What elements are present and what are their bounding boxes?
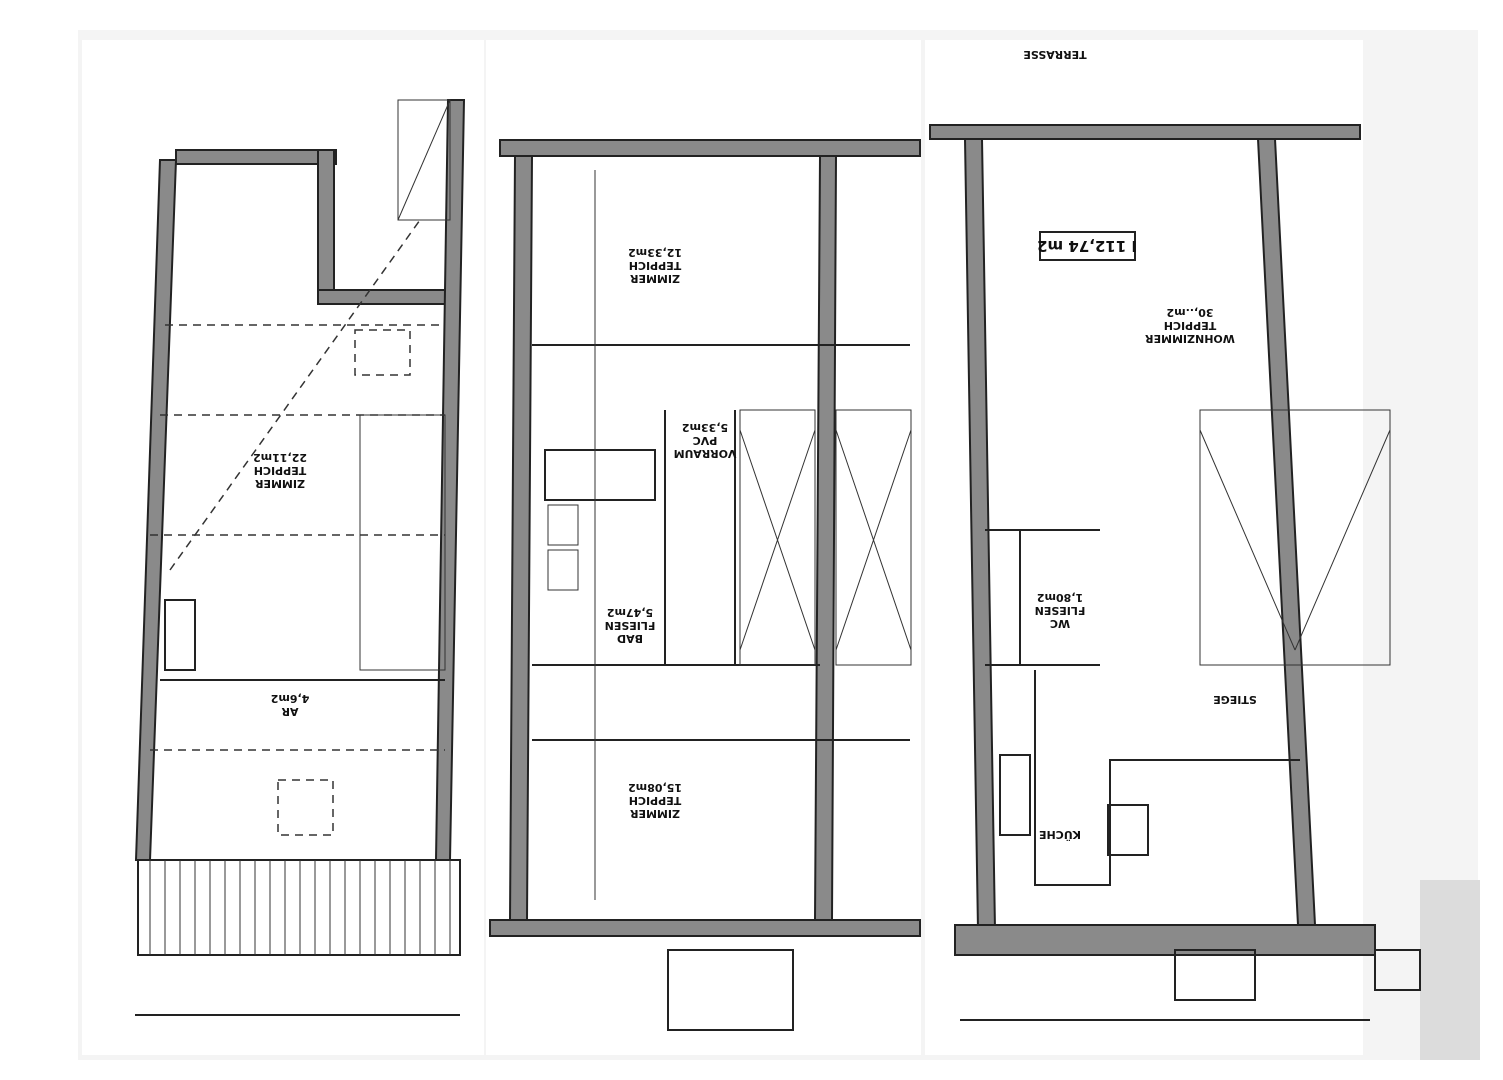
room-area: 1,80m2: [1037, 591, 1083, 604]
room-label: WC: [1050, 617, 1070, 630]
room-area: 15,08m2: [628, 781, 682, 794]
room-area: 22,11m2: [253, 451, 307, 464]
room-area: 4,6m2: [271, 692, 310, 705]
room-label: ZIMMER: [630, 272, 680, 285]
sheet-upper-floor: ZIMMER TEPPICH 22,11m2 AR 4,6m2: [82, 40, 484, 1055]
room-floor: FLIESEN: [605, 619, 656, 632]
room-label: TERRASSE: [1023, 48, 1086, 61]
sheet-ground-floor: I 112,74 m2 WOHNZIMMER TEPPICH 30,..m2 W…: [925, 40, 1421, 1055]
room-label: WOHNZIMMER: [1145, 332, 1235, 345]
room-area: 5,33m2: [682, 421, 728, 434]
room-label: KÜCHE: [1039, 828, 1081, 842]
sheet-middle-floor: ZIMMER TEPPICH 12,33m2 VORRAUM PVC 5,33m…: [486, 40, 921, 1055]
room-floor: TEPPICH: [254, 464, 307, 477]
total-area: I 112,74 m2: [1037, 237, 1137, 255]
room-area: 12,33m2: [628, 246, 682, 259]
room-label: VORRAUM: [674, 447, 737, 460]
room-floor: TEPPICH: [629, 794, 682, 807]
room-label: STIEGE: [1213, 693, 1257, 706]
room-area: 30,..m2: [1167, 306, 1214, 319]
room-label: ZIMMER: [630, 807, 680, 820]
total-area-box: [1039, 231, 1136, 261]
room-floor: PVC: [693, 434, 718, 447]
balcony-railing: [137, 859, 461, 956]
room-label: BAD: [617, 632, 643, 645]
room-floor: FLIESEN: [1035, 604, 1086, 617]
scan-shadow: [1420, 880, 1480, 1060]
room-label: ZIMMER: [255, 477, 305, 490]
room-area: 5,47m2: [607, 606, 653, 619]
room-floor: TEPPICH: [1164, 319, 1217, 332]
room-floor: TEPPICH: [629, 259, 682, 272]
room-label: AR: [281, 705, 299, 718]
